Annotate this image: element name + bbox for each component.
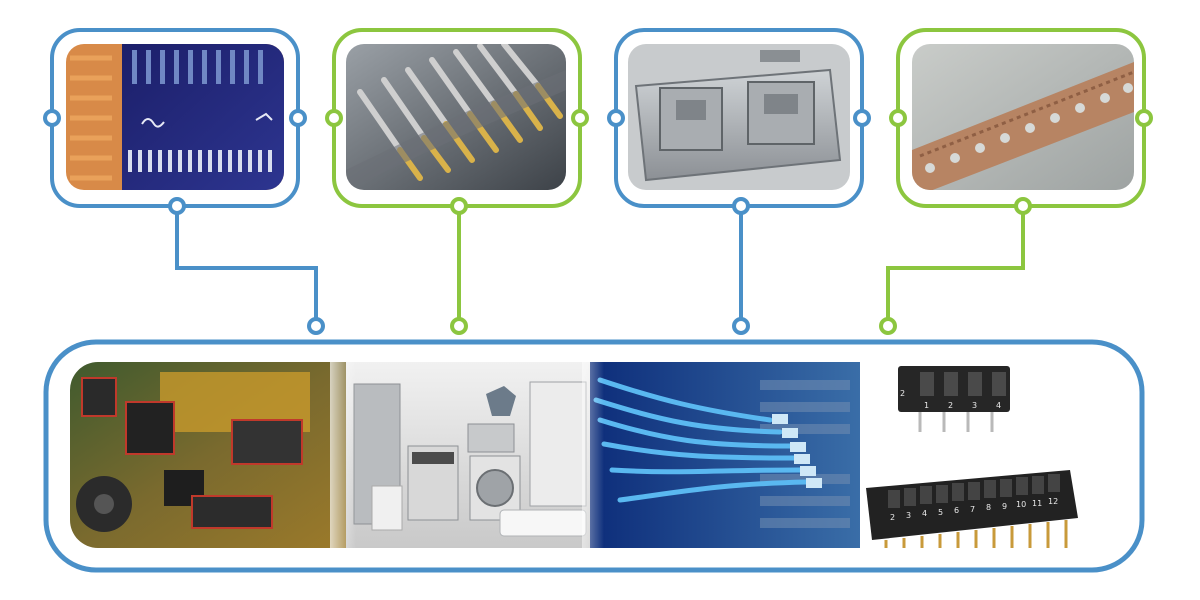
- dip-switches-image: 2 1 2 3 4 2 3 4 5 6 7 8 9 10 11 12: [860, 362, 1120, 548]
- metal-shield-housing-image: [628, 44, 850, 190]
- node-frame2-left: [325, 109, 343, 127]
- node-frame2-right: [571, 109, 589, 127]
- applications-frame: [43, 339, 1145, 573]
- node-frame4-left: [889, 109, 907, 127]
- node-circles: [43, 109, 1153, 335]
- dip-bottom-number-8: 8: [986, 503, 991, 512]
- node-frame1-right: [289, 109, 307, 127]
- circuit-board-image: [70, 362, 350, 548]
- home-appliances-image: [346, 362, 602, 548]
- gold-pin-terminals-image: [346, 44, 566, 190]
- node-frame3-right: [853, 109, 871, 127]
- dip-bottom-number-10: 10: [1016, 500, 1026, 509]
- dip-top-number-1: 1: [924, 401, 929, 410]
- connector-lines: [175, 207, 1025, 326]
- dip-top-switch-number: 2: [900, 389, 905, 398]
- dip-bottom-number-12: 12: [1048, 497, 1058, 506]
- node-frame4-bottom: [1014, 197, 1032, 215]
- ic-leadframe-image: [66, 44, 284, 190]
- dip-bottom-number-9: 9: [1002, 502, 1007, 511]
- node-frame4-right: [1135, 109, 1153, 127]
- connector-line-4: [886, 207, 1025, 326]
- node-frame3-bottom: [732, 197, 750, 215]
- node-frame1-left: [43, 109, 61, 127]
- dip-bottom-number-2: 2: [890, 513, 895, 522]
- dip-bottom-number-11: 11: [1032, 499, 1042, 508]
- dip-bottom-number-4: 4: [922, 509, 927, 518]
- dip-top-number-2: 2: [948, 401, 953, 410]
- node-bottom-2: [450, 317, 468, 335]
- dip-bottom-number-3: 3: [906, 511, 911, 520]
- node-bottom-4: [879, 317, 897, 335]
- connector-line-1: [175, 207, 318, 326]
- dip-bottom-number-7: 7: [970, 505, 975, 514]
- copper-strip-image: [912, 44, 1134, 190]
- dip-top-number-3: 3: [972, 401, 977, 410]
- node-frame1-bottom: [168, 197, 186, 215]
- applications-strip: 2 1 2 3 4 2 3 4 5 6 7 8 9 10 11 12: [70, 362, 1120, 548]
- dip-top-number-4: 4: [996, 401, 1001, 410]
- node-bottom-3: [732, 317, 750, 335]
- node-bottom-1: [307, 317, 325, 335]
- node-frame3-left: [607, 109, 625, 127]
- dip-bottom-number-6: 6: [954, 506, 959, 515]
- dip-bottom-number-5: 5: [938, 508, 943, 517]
- network-cables-image: [590, 362, 862, 548]
- node-frame2-bottom: [450, 197, 468, 215]
